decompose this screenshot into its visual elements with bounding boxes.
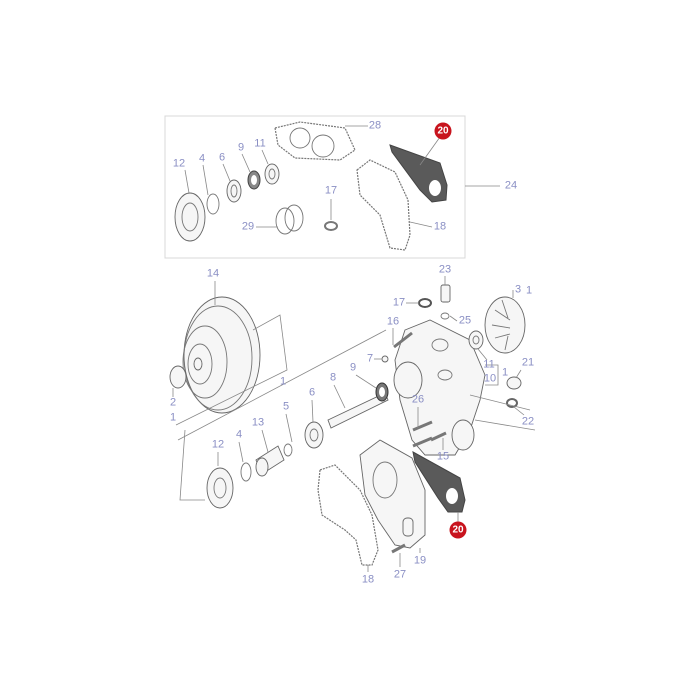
callout-13[interactable]: 13 [251, 416, 265, 429]
callout-23[interactable]: 23 [438, 263, 452, 276]
sleeve-29 [256, 204, 304, 235]
callout-4[interactable]: 4 [198, 152, 206, 165]
callout-17[interactable]: 17 [392, 296, 406, 309]
callout-28[interactable]: 28 [368, 119, 382, 132]
callout-29[interactable]: 29 [241, 220, 255, 233]
callout-12[interactable]: 12 [211, 438, 225, 451]
callout-3[interactable]: 3 [514, 283, 522, 296]
callout-1[interactable]: 1 [525, 284, 533, 297]
seal-11-kit [261, 149, 280, 185]
pulley-14 [182, 281, 261, 414]
gasket-20-kit [389, 136, 448, 203]
gasket-28 [274, 121, 368, 161]
cover-plate-19 [359, 439, 426, 553]
callout-11[interactable]: 11 [254, 137, 266, 150]
bearing-6 [304, 399, 324, 449]
callout-16[interactable]: 16 [386, 315, 400, 328]
callout-21[interactable]: 21 [521, 356, 535, 369]
pump-housing [393, 319, 486, 456]
nut-2 [169, 365, 187, 397]
callout-4[interactable]: 4 [235, 428, 243, 441]
callout-18[interactable]: 18 [433, 220, 447, 233]
callout-20-highlighted[interactable]: 20 [449, 521, 467, 539]
callout-9[interactable]: 9 [349, 361, 357, 374]
washer-22 [506, 398, 525, 416]
gasket-18 [317, 464, 379, 572]
screw-7 [374, 355, 389, 363]
ring-4-kit [202, 164, 220, 215]
seal-11 [468, 330, 488, 361]
bolt-27 [391, 543, 406, 567]
callout-26[interactable]: 26 [411, 393, 425, 406]
oring-17-kit [324, 199, 338, 231]
callout-2[interactable]: 2 [169, 396, 177, 409]
bearing-12-kit [174, 169, 206, 242]
callout-7[interactable]: 7 [366, 352, 374, 365]
callout-6[interactable]: 6 [308, 386, 316, 399]
callout-9[interactable]: 9 [237, 141, 245, 154]
seal-9-kit [241, 153, 261, 190]
bearing-12 [206, 452, 234, 509]
sleeve-13 [255, 429, 285, 477]
callout-25[interactable]: 25 [458, 314, 472, 327]
impeller-3 [484, 290, 526, 354]
callout-5[interactable]: 5 [282, 400, 290, 413]
callout-11[interactable]: 11 [483, 358, 495, 371]
callout-18[interactable]: 18 [361, 573, 375, 586]
callout-27[interactable]: 27 [393, 568, 407, 581]
callout-15[interactable]: 15 [436, 450, 450, 463]
callout-22[interactable]: 22 [521, 415, 535, 428]
callout-6[interactable]: 6 [218, 151, 226, 164]
bolt-16 [392, 328, 413, 349]
callout-1[interactable]: 1 [169, 411, 177, 424]
spacer-5 [283, 413, 293, 457]
oring-17 [406, 298, 432, 308]
shaft-8 [327, 384, 389, 429]
ring-4 [238, 441, 252, 482]
callout-1[interactable]: 1 [279, 375, 287, 388]
kit-box-outline [164, 115, 466, 259]
bracket-21-22 [469, 394, 536, 431]
callout-19[interactable]: 19 [413, 554, 427, 567]
bolt-15 [430, 431, 447, 450]
callout-17[interactable]: 17 [324, 184, 338, 197]
bracket-line-upper [175, 314, 288, 426]
bearing-6-kit [222, 163, 242, 203]
gasket-18-kit [356, 159, 433, 251]
bracket-line-middle [177, 329, 387, 441]
callout-20-highlighted[interactable]: 20 [434, 122, 452, 140]
bracket-line-lower [179, 429, 205, 501]
callout-8[interactable]: 8 [329, 371, 337, 384]
callout-12[interactable]: 12 [172, 157, 186, 170]
fitting-23 [440, 276, 458, 322]
seal-9 [355, 374, 389, 402]
callout-14[interactable]: 14 [206, 267, 220, 280]
bracket-10-11 [485, 364, 499, 386]
gasket-20 [412, 451, 466, 522]
callout-24[interactable]: 24 [504, 179, 518, 192]
bolt-26 [412, 407, 433, 448]
plug-21 [506, 369, 522, 390]
callout-1[interactable]: 1 [501, 366, 509, 379]
callout-10[interactable]: 10 [483, 372, 497, 385]
